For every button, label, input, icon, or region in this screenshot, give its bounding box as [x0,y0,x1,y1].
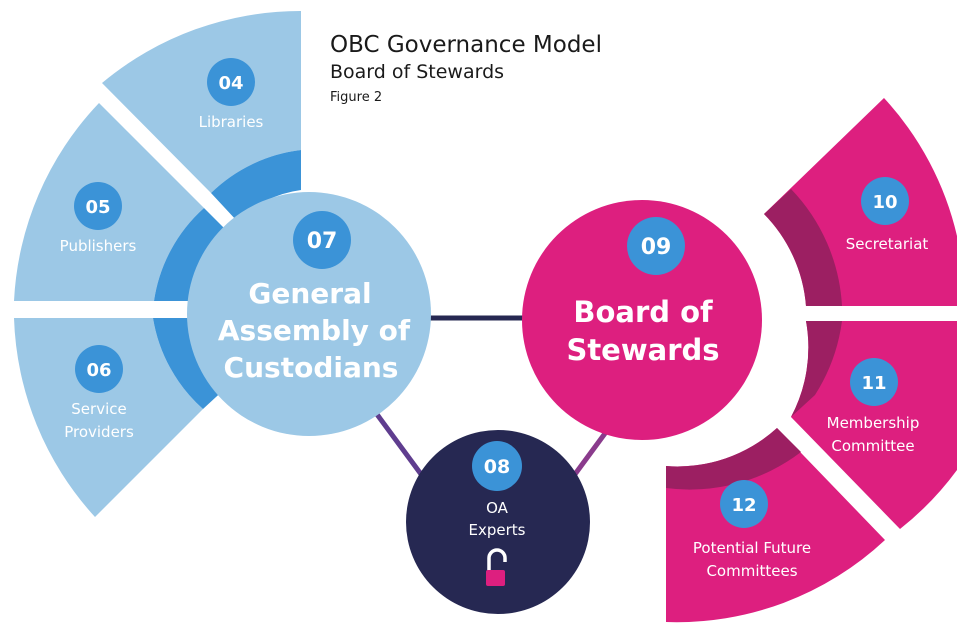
ring-membership-committee [791,321,842,417]
membership-committee-node: 11 Membership Committee [827,358,920,455]
general-assembly-label-2: Assembly of [218,314,411,347]
number-badge-11 [850,358,898,406]
number-badge-06 [75,345,123,393]
oa-experts-node[interactable]: 08 OA Experts [406,430,590,614]
ring-future-committees [666,428,801,490]
ring-libraries [211,150,301,221]
number-badge-12 [720,480,768,528]
future-committees-label-2: Committees [706,562,797,580]
publishers-label: Publishers [60,237,137,255]
general-assembly-node[interactable]: 07 General Assembly of Custodians [187,192,431,436]
board-of-stewards-circle [522,200,762,440]
open-padlock-icon [486,548,507,586]
board-of-stewards-node[interactable]: 09 Board of Stewards [522,200,762,440]
service-providers-label-1: Service [71,400,126,418]
diagram-title: OBC Governance Model [330,32,602,58]
number-badge-08 [472,441,522,491]
number-09: 09 [641,235,672,260]
number-badge-07 [293,211,351,269]
custodians-fan [14,10,301,517]
service-providers-node: 06 Service Providers [64,345,134,441]
future-committees-label-1: Potential Future [693,539,811,557]
libraries-label: Libraries [199,113,264,131]
diagram-subtitle: Board of Stewards [330,61,505,83]
number-07: 07 [307,229,338,254]
oa-experts-circle [406,430,590,614]
secretariat-label: Secretariat [846,235,929,253]
segment-libraries[interactable] [102,10,301,193]
service-providers-label-2: Providers [64,423,134,441]
board-of-stewards-label-1: Board of [573,295,713,329]
segment-membership-committee[interactable] [791,321,957,529]
general-assembly-label-3: Custodians [224,351,399,384]
board-of-stewards-label-2: Stewards [566,333,719,367]
oa-experts-label-2: Experts [469,521,526,539]
libraries-node: 04 Libraries [199,58,264,131]
number-10: 10 [872,192,897,213]
number-badge-04 [207,58,255,106]
number-badge-09 [627,217,685,275]
stewards-fan [666,98,957,623]
number-08: 08 [484,456,510,478]
general-assembly-circle [187,192,431,436]
general-assembly-label-1: General [248,277,371,310]
number-06: 06 [86,360,111,381]
membership-committee-label-2: Committee [831,437,914,455]
number-04: 04 [218,73,243,94]
title-block: OBC Governance Model Board of Stewards F… [330,30,602,106]
number-badge-05 [74,182,122,230]
publishers-node: 05 Publishers [60,182,137,255]
number-badge-10 [861,177,909,225]
segment-service-providers[interactable] [14,318,203,517]
ring-service-providers [153,318,229,409]
oa-experts-label-1: OA [486,499,509,517]
ring-publishers [154,208,231,301]
membership-committee-label-1: Membership [827,414,920,432]
number-11: 11 [861,373,886,394]
future-committees-node: 12 Potential Future Committees [693,480,811,580]
figure-label: Figure 2 [330,90,383,105]
number-05: 05 [85,197,110,218]
ring-secretariat [764,189,842,306]
number-12: 12 [731,495,756,516]
secretariat-node: 10 Secretariat [846,177,929,253]
